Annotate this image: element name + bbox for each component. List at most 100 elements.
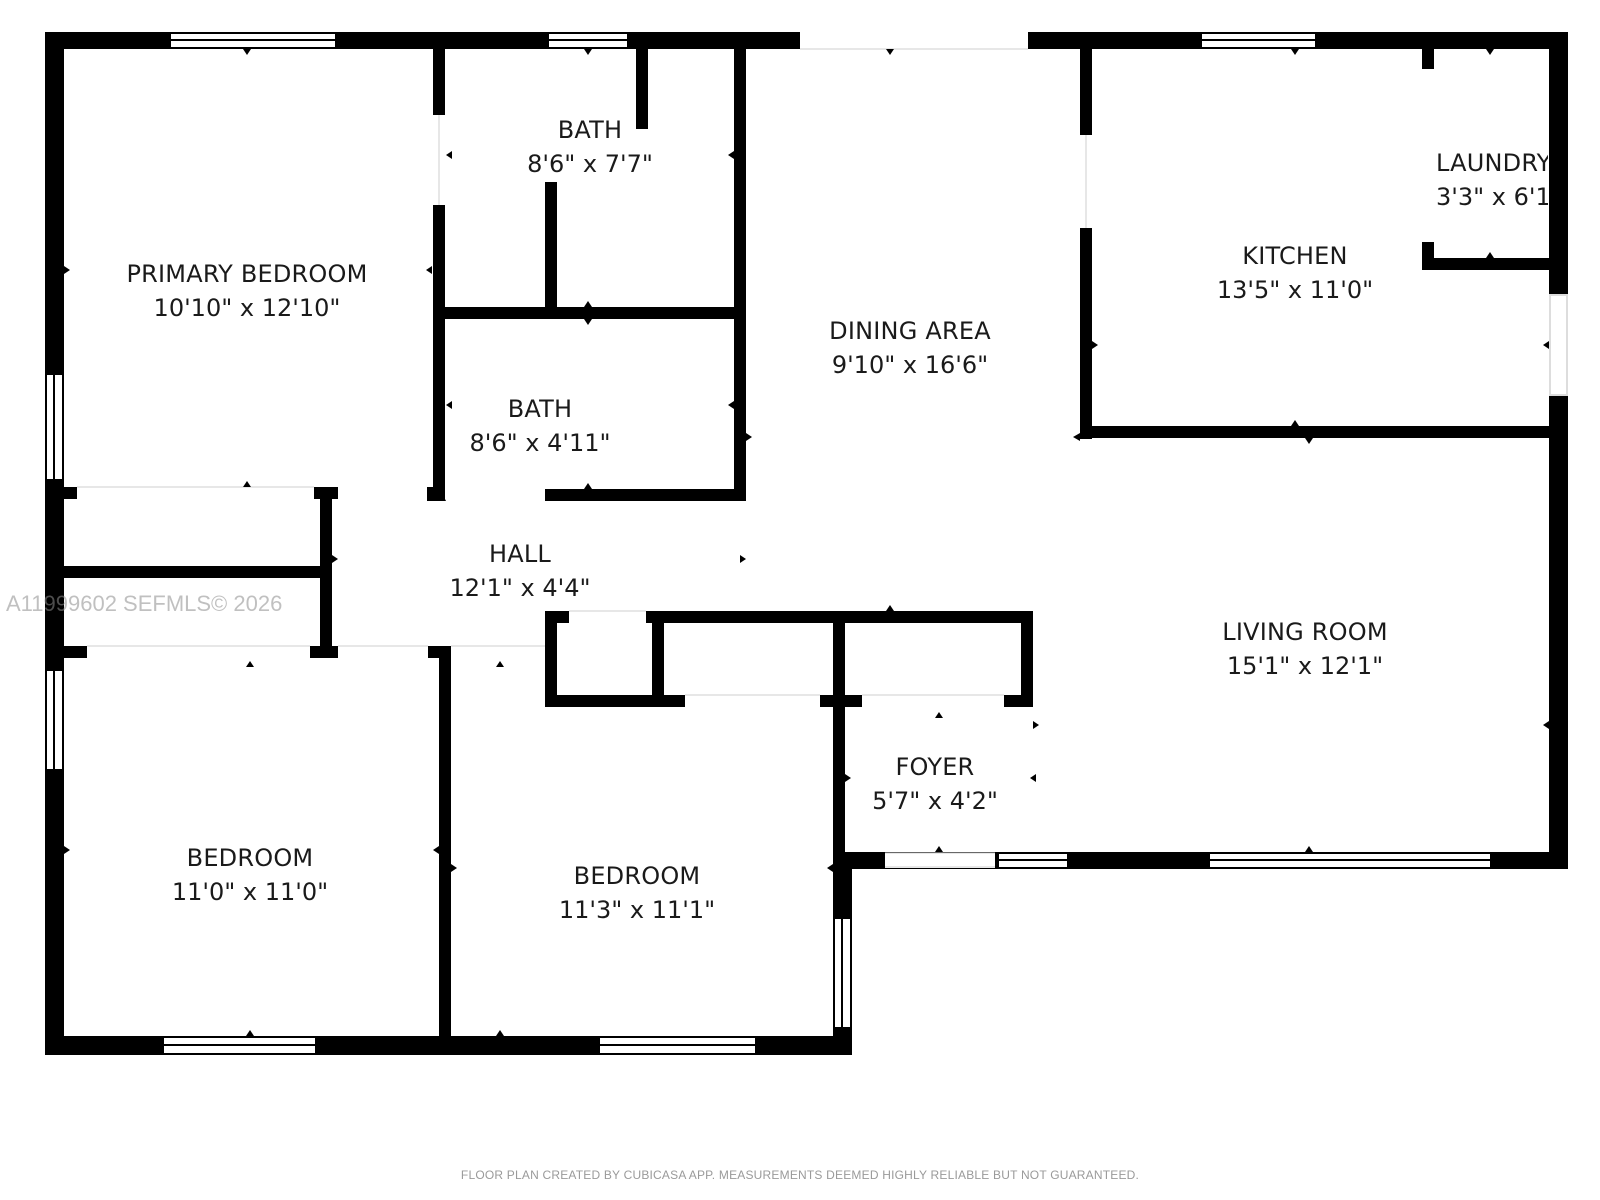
marker: [451, 864, 457, 872]
window-kitchen-right: [1549, 294, 1568, 396]
room-label-living-room: LIVING ROOM 15'1" x 12'1": [1175, 620, 1435, 678]
marker: [886, 49, 894, 55]
wall-left-mid: [45, 487, 64, 640]
marker: [433, 846, 439, 854]
wall-foyer-left: [833, 695, 845, 869]
room-label-kitchen: KITCHEN 13'5" x 11'0": [1175, 244, 1415, 302]
marker: [1073, 433, 1080, 441]
marker: [1291, 420, 1299, 426]
windows: [45, 32, 1568, 1055]
wall-closet4-left: [833, 611, 845, 705]
wall-kitchen-bottom: [1080, 426, 1568, 438]
wall-primary-bath: [433, 32, 445, 115]
room-label-foyer: FOYER 5'7" x 4'2": [860, 755, 1010, 813]
marker: [438, 493, 446, 501]
marker: [243, 49, 251, 55]
marker: [584, 301, 592, 307]
room-name: DINING AREA: [829, 317, 991, 345]
room-name: BATH: [507, 395, 573, 423]
marker: [1030, 774, 1036, 782]
marker: [1305, 438, 1313, 444]
marker: [246, 661, 254, 667]
marker: [438, 646, 446, 652]
room-dimensions: 5'7" x 4'2": [872, 787, 998, 815]
wall-closet-top: [45, 487, 77, 499]
marker: [935, 846, 943, 852]
marker: [584, 483, 592, 489]
wall-closet-row-bottom-r: [1004, 695, 1033, 707]
marker: [64, 846, 70, 854]
wall-bedroom-top-stub: [428, 646, 451, 658]
wall-closet2-left: [545, 611, 557, 705]
opening-lines: [77, 48, 1087, 868]
marker: [496, 661, 504, 667]
room-label-primary-bedroom: PRIMARY BEDROOM 10'10" x 12'10": [107, 262, 387, 320]
marker: [1486, 252, 1494, 258]
wall-laundry-bottom: [1422, 258, 1568, 270]
room-label-bath-lower: BATH 8'6" x 4'11": [460, 397, 620, 455]
wall-kitchen-left-lower: [1080, 228, 1092, 439]
room-dimensions: 8'6" x 7'7": [527, 150, 653, 178]
wall-bedrooms-divider: [439, 646, 451, 1055]
room-label-hall: HALL 12'1" x 4'4": [420, 542, 620, 600]
marker: [728, 151, 734, 159]
wall-top-left: [45, 32, 800, 49]
room-dimensions: 9'10" x 16'6": [831, 351, 989, 379]
room-name: BATH: [557, 116, 623, 144]
marker: [1543, 721, 1549, 729]
room-name: BEDROOM: [573, 862, 701, 890]
wall-right: [1549, 32, 1568, 869]
wall-laundry-left: [1422, 32, 1434, 69]
wall-bath-shelf: [433, 307, 746, 319]
marker: [1486, 49, 1494, 55]
listing-watermark: A11999602 SEFMLS© 2026: [6, 591, 283, 616]
door-opening-foyer: [885, 853, 995, 868]
marker: [1033, 721, 1039, 729]
room-label-bedroom-left: BEDROOM 11'0" x 11'0": [150, 846, 350, 904]
marker: [584, 49, 592, 55]
room-name: HALL: [488, 540, 551, 568]
marker: [1305, 846, 1313, 852]
wall-bath-lower-bottom: [545, 489, 746, 501]
marker: [886, 605, 894, 611]
room-dimensions: 8'6" x 4'11": [469, 429, 611, 457]
room-name: KITCHEN: [1242, 242, 1348, 270]
room-name: LAUNDRY: [1436, 151, 1548, 177]
marker: [426, 266, 432, 274]
room-label-bedroom-right: BEDROOM 11'3" x 11'1": [537, 864, 737, 922]
room-dimensions: 12'1" x 4'4": [449, 574, 591, 602]
wall-foyer-stub: [820, 695, 862, 707]
marker: [243, 481, 251, 487]
marker: [746, 433, 752, 441]
marker: [64, 266, 70, 274]
room-name: BEDROOM: [186, 844, 314, 872]
wall-closet-bottom: [45, 646, 87, 658]
wall-closet-mid: [45, 566, 332, 578]
wall-hall-stub: [427, 487, 439, 501]
room-dimensions: 10'10" x 12'10": [153, 294, 341, 322]
room-dimensions: 15'1" x 12'1": [1226, 652, 1384, 680]
marker: [827, 864, 833, 872]
wall-bath-upper-stub: [636, 32, 648, 129]
room-dimensions: 11'0" x 11'0": [171, 878, 329, 906]
marker: [446, 401, 452, 409]
marker: [728, 401, 734, 409]
wall-kitchen-left-upper: [1080, 32, 1092, 135]
wall-closet-row-right: [1021, 611, 1033, 707]
wall-closet3-left: [652, 611, 664, 707]
room-dimensions: 11'3" x 11'1": [558, 896, 716, 924]
marker: [1092, 341, 1098, 349]
marker: [496, 1030, 504, 1036]
wall-bath-divider: [545, 182, 557, 309]
marker: [740, 555, 746, 563]
room-name: FOYER: [895, 753, 975, 781]
room-name: LIVING ROOM: [1222, 618, 1388, 646]
dimension-markers: [64, 49, 1549, 1036]
marker: [845, 774, 851, 782]
footer-disclaimer: FLOOR PLAN CREATED BY CUBICASA APP. MEAS…: [460, 1168, 1140, 1182]
marker: [584, 319, 592, 325]
marker: [446, 151, 452, 159]
room-dimensions: 13'5" x 11'0": [1216, 276, 1374, 304]
room-label-dining-area: DINING AREA 9'10" x 16'6": [790, 319, 1030, 377]
